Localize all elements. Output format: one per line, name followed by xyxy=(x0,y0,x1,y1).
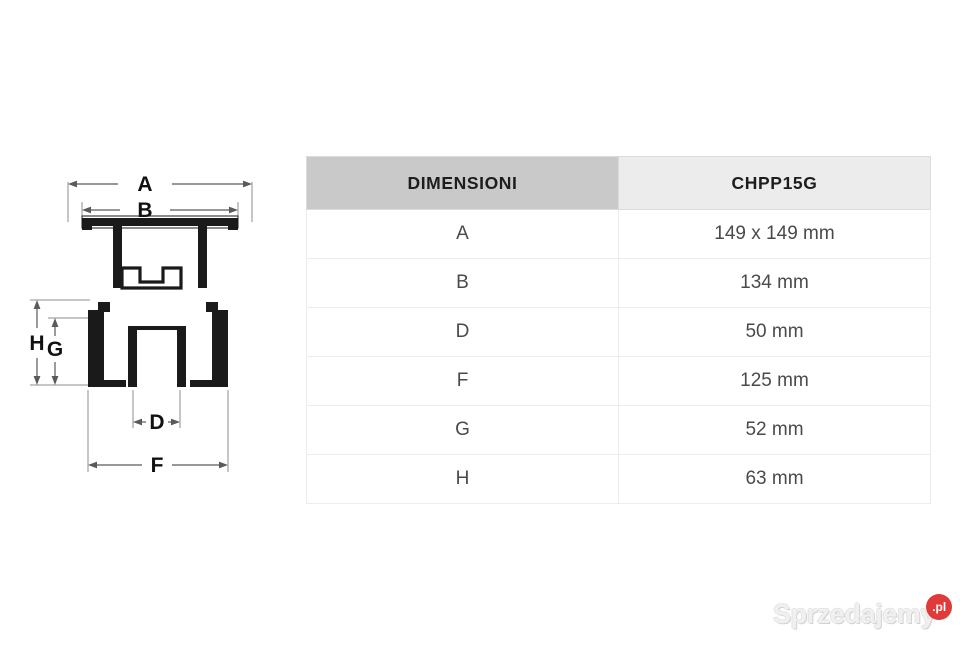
dimension-label-cell: F xyxy=(306,356,619,406)
dimension-line-H: H xyxy=(29,300,45,385)
dimension-value-cell: 52 mm xyxy=(618,405,931,455)
dimension-label-A: A xyxy=(137,173,152,196)
column-header-dimensioni: DIMENSIONI xyxy=(306,156,619,210)
dimension-label-H: H xyxy=(29,332,44,355)
dimensions-table-head: DIMENSIONI CHPP15G xyxy=(306,156,931,210)
sprzedajemy-watermark: Sprzedajemy .pl xyxy=(773,594,953,631)
dimension-label-cell: H xyxy=(306,454,619,504)
technical-drawing-svg: A B xyxy=(29,173,253,477)
upper-body-profile xyxy=(81,215,239,290)
watermark-pl-badge: .pl xyxy=(926,594,953,620)
dimension-label-D: D xyxy=(149,411,164,434)
lower-body-profile xyxy=(88,302,228,387)
dimension-label-cell: G xyxy=(306,405,619,455)
dimension-value-cell: 125 mm xyxy=(618,356,931,406)
dimension-label-cell: D xyxy=(306,307,619,357)
dimension-label-cell: B xyxy=(306,258,619,308)
technical-drawing-panel: A B xyxy=(0,150,290,490)
column-header-product-code: CHPP15G xyxy=(618,156,931,210)
dimension-value-cell: 134 mm xyxy=(618,258,931,308)
dimension-line-F: F xyxy=(88,454,228,477)
table-header-row: DIMENSIONI CHPP15G xyxy=(306,156,931,210)
dimension-label-cell: A xyxy=(306,209,619,259)
dimension-value-cell: 149 x 149 mm xyxy=(618,209,931,259)
dimension-value-cell: 63 mm xyxy=(618,454,931,504)
dimension-line-A: A xyxy=(68,173,252,196)
witness-lines xyxy=(30,182,253,472)
dimension-label-F: F xyxy=(151,454,164,477)
center-tube-profile xyxy=(128,326,186,387)
dimension-line-D: D xyxy=(133,411,180,434)
dimension-label-G: G xyxy=(47,338,63,361)
dimension-value-cell: 50 mm xyxy=(618,307,931,357)
watermark-text: Sprzedajemy xyxy=(773,598,936,629)
dimension-line-G: G xyxy=(47,318,63,385)
